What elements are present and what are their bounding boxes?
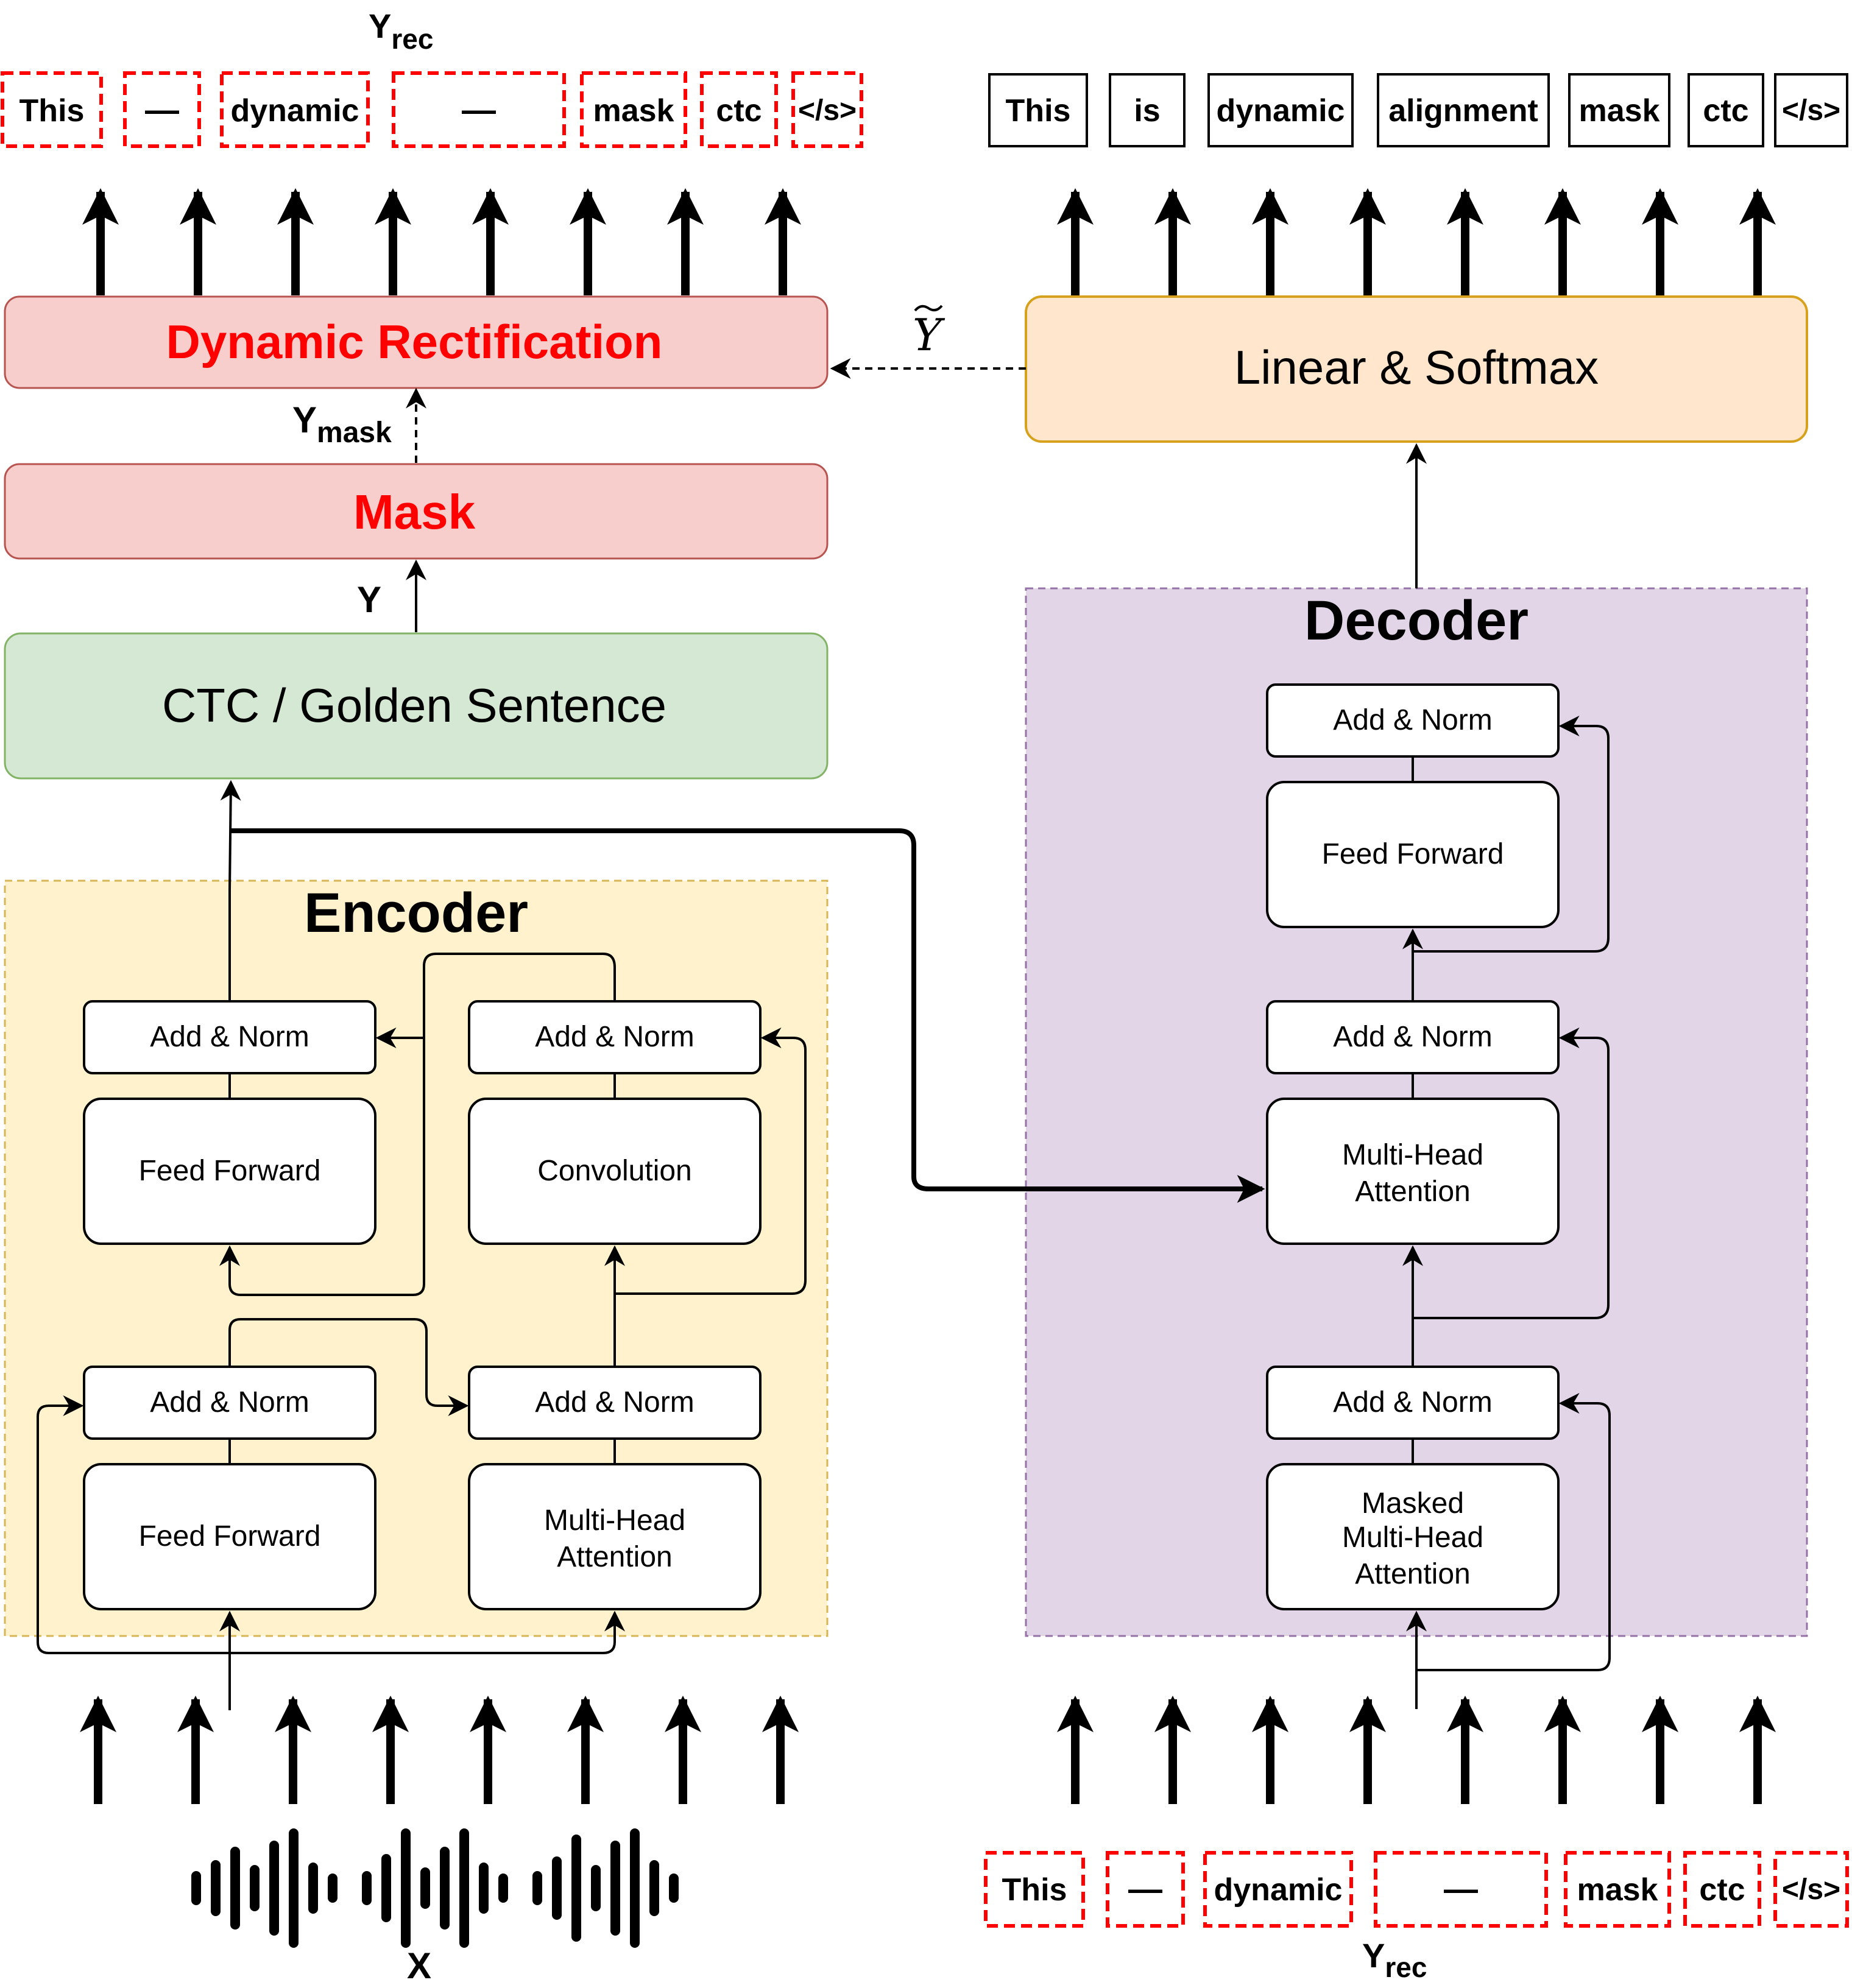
top-masked-token-row: This — dynamic — mask ctc </s> <box>1 71 863 148</box>
encoder-feed-forward-block <box>83 1098 376 1245</box>
token: dynamic <box>1214 1872 1343 1908</box>
token: mask <box>1577 1872 1658 1908</box>
encoder-title: Encoder <box>304 882 528 944</box>
encoder-add-norm-label: Add & Norm <box>150 1386 309 1419</box>
encoder-to-decoder-connector <box>231 828 1265 1203</box>
encoder-mha-label: Attention <box>557 1541 672 1573</box>
y-mask-label: Ymask <box>292 400 392 449</box>
token: This <box>1006 93 1071 129</box>
decoder-add-norm-label: Add & Norm <box>1333 704 1492 736</box>
token: — <box>1128 1869 1162 1908</box>
svg-text:Y: Y <box>913 309 945 361</box>
encoder-add-norm-label: Add & Norm <box>535 1386 694 1419</box>
decoder-mha-label: Attention <box>1355 1176 1470 1208</box>
decoder-mha-block <box>1266 1098 1560 1245</box>
token: — <box>462 90 496 129</box>
token: ctc <box>1703 93 1748 129</box>
encoder-convolution-block <box>468 1098 762 1245</box>
token: mask <box>1579 93 1660 129</box>
encoder-connectors <box>37 780 807 1710</box>
bottom-left-arrows <box>80 1696 799 1804</box>
ctc-golden-block <box>4 632 829 780</box>
dynamic-rectification-label: Dynamic Rectification <box>166 315 663 368</box>
token: This <box>19 93 85 129</box>
decoder-feed-forward-block <box>1266 781 1560 928</box>
encoder-feed-forward-label: Feed Forward <box>139 1520 321 1553</box>
bottom-right-arrows <box>1057 1696 1776 1804</box>
decoder-masked-mha-block <box>1266 1463 1560 1610</box>
token: mask <box>593 93 674 129</box>
linear-softmax-label: Linear & Softmax <box>1234 340 1599 394</box>
y-rec-top-label: Yrec <box>369 7 433 55</box>
top-right-arrows <box>1057 188 1776 295</box>
input-x-label: X <box>407 1945 431 1986</box>
token: — <box>1444 1869 1478 1908</box>
decoder-add-norm-label: Add & Norm <box>1333 1386 1492 1419</box>
token: dynamic <box>231 93 359 129</box>
decoder-masked-mha-label: Masked <box>1362 1487 1464 1520</box>
decoder-mha-label: Multi-Head <box>1342 1139 1483 1171</box>
ctc-golden-label: CTC / Golden Sentence <box>162 679 666 732</box>
decoder-feed-forward-label: Feed Forward <box>1322 838 1504 870</box>
token: This <box>1002 1872 1067 1908</box>
decoder-masked-mha-label: Attention <box>1355 1558 1470 1590</box>
decoder-title: Decoder <box>1304 590 1529 652</box>
token: — <box>145 90 179 129</box>
encoder-mha-block <box>468 1463 762 1610</box>
output-token-row: This is dynamic alignment mask ctc </s> <box>988 73 1848 147</box>
token: </s> <box>1782 1873 1840 1906</box>
encoder-mha-label: Multi-Head <box>544 1504 685 1537</box>
decoder-masked-mha-label: Multi-Head <box>1342 1521 1483 1554</box>
waveform-icon <box>191 1828 679 1948</box>
token: dynamic <box>1217 93 1345 129</box>
token: </s> <box>798 94 857 127</box>
encoder-feed-forward-block <box>83 1463 376 1610</box>
y-rec-bottom-label: Yrec <box>1362 1936 1427 1983</box>
token: </s> <box>1782 94 1840 127</box>
encoder-add-norm-label: Add & Norm <box>150 1021 309 1053</box>
token: ctc <box>1699 1872 1745 1908</box>
token: alignment <box>1388 93 1538 129</box>
top-left-arrows <box>82 188 801 295</box>
encoder-add-norm-label: Add & Norm <box>535 1021 694 1053</box>
decoder-add-norm-label: Add & Norm <box>1333 1021 1492 1053</box>
bottom-masked-token-row: This — dynamic — mask ctc </s> <box>984 1851 1849 1928</box>
decoder-connectors <box>1402 443 1611 1709</box>
y-label: Y <box>357 579 381 620</box>
mask-block <box>4 463 829 560</box>
encoder-feed-forward-label: Feed Forward <box>139 1155 321 1187</box>
mask-label: Mask <box>353 485 476 539</box>
y-tilde-label: Y <box>913 305 945 361</box>
token: is <box>1134 93 1160 129</box>
token: ctc <box>716 93 762 129</box>
encoder-convolution-label: Convolution <box>537 1155 692 1187</box>
